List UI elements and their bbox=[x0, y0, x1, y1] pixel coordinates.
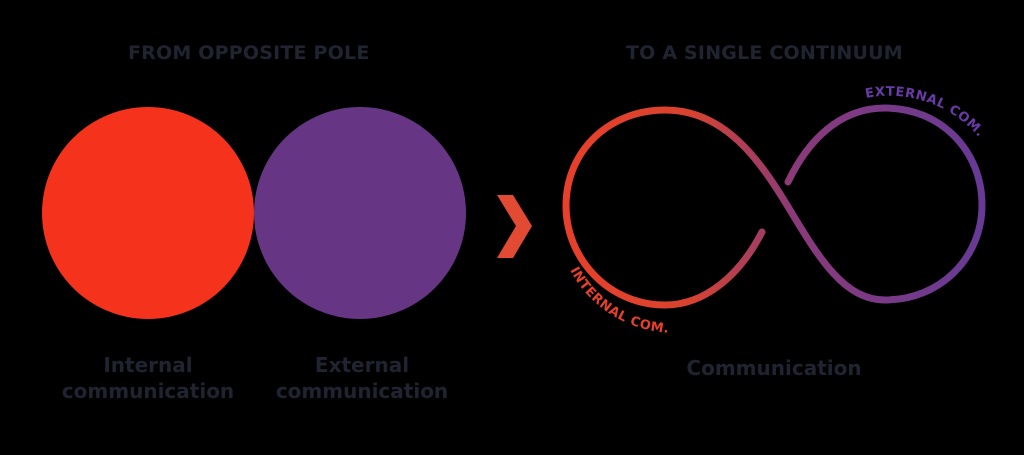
external-circle bbox=[254, 107, 466, 319]
external-caption: External communication bbox=[262, 352, 462, 404]
internal-circle bbox=[42, 107, 254, 319]
chevron-right-icon bbox=[497, 195, 532, 258]
internal-caption-line2: communication bbox=[61, 379, 235, 403]
infinity-loop bbox=[562, 104, 986, 309]
left-heading: FROM OPPOSITE POLE bbox=[128, 42, 370, 64]
communication-caption: Communication bbox=[686, 356, 862, 380]
internal-caption-line1: Internal bbox=[103, 353, 193, 377]
external-caption-line1: External bbox=[314, 353, 410, 377]
external-caption-line2: communication bbox=[275, 379, 449, 403]
internal-caption: Internal communication bbox=[48, 352, 248, 404]
right-heading: TO A SINGLE CONTINUUM bbox=[626, 42, 903, 64]
internal-com-label: INTERNAL COM. bbox=[566, 265, 669, 337]
external-com-label: EXTERNAL COM. bbox=[864, 85, 987, 140]
